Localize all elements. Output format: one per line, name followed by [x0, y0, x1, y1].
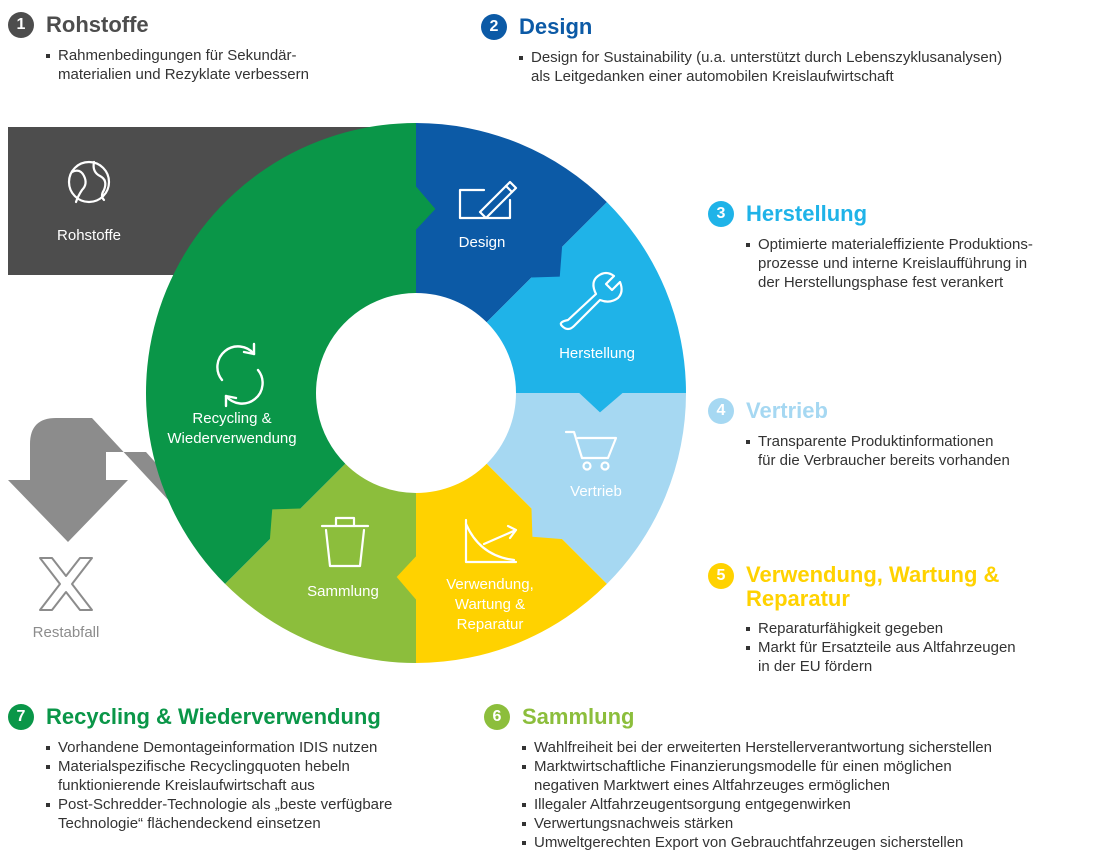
bin-icon	[320, 516, 370, 568]
bullet-list: Design for Sustainability (u.a. unterstü…	[519, 48, 1002, 86]
bullet-item: Design for Sustainability (u.a. unterstü…	[519, 48, 1002, 86]
segment-arrow-tip	[396, 555, 417, 600]
stage-7-title: Recycling & Wiederverwendung	[46, 704, 381, 729]
design-label: Design	[459, 234, 506, 251]
bullet-list: Vorhandene Demontageinformation IDIS nut…	[46, 738, 392, 833]
bullet-item: Umweltgerechten Export von Gebrauchtfahr…	[522, 833, 992, 852]
bullet-item: Illegaler Altfahrzeugentsorgung entgegen…	[522, 795, 992, 814]
verwendung-label-3: Reparatur	[457, 616, 524, 633]
stage-2-block: 2 Design Design for Sustainability (u.a. …	[481, 14, 1002, 86]
stage-1-title: Rohstoffe	[46, 12, 149, 37]
rohstoffe-label: Rohstoffe	[57, 227, 121, 244]
stage-7-number: 7	[8, 704, 34, 730]
bullet-item: Marktwirtschaftliche Finanzierungsmodell…	[522, 757, 992, 795]
stage-5-title: Verwendung, Wartung & Reparatur	[746, 562, 1000, 611]
stage-3-number: 3	[708, 201, 734, 227]
bullet-item: Verwertungsnachweis stärken	[522, 814, 992, 833]
restabfall-label: Restabfall	[33, 624, 100, 641]
bullet-list: Rahmenbedingungen für Sekundär- material…	[46, 46, 309, 84]
bullet-item: Reparaturfähigkeit gegeben	[746, 619, 1016, 638]
verwendung-segment	[416, 463, 607, 663]
sammlung-segment	[225, 463, 416, 663]
stage-7-block: 7 Recycling & Wiederverwendung Vorhandene…	[8, 704, 392, 833]
recycling-label-1: Recycling &	[192, 410, 271, 427]
herstellung-segment	[486, 202, 686, 393]
stage-4-title: Vertrieb	[746, 398, 828, 423]
bullet-item: Vorhandene Demontageinformation IDIS nut…	[46, 738, 392, 757]
herstellung-label: Herstellung	[559, 345, 635, 362]
bullet-item: Rahmenbedingungen für Sekundär- material…	[46, 46, 309, 84]
stage-4-number: 4	[708, 398, 734, 424]
globe-icon	[67, 160, 111, 204]
stage-1-number: 1	[8, 12, 34, 38]
recycling-label-2: Wiederverwendung	[167, 430, 296, 447]
segment-arrow-tip	[415, 186, 436, 231]
verwendung-label-1: Verwendung,	[446, 576, 534, 593]
cross-icon	[39, 557, 93, 611]
stage-2-title: Design	[519, 14, 593, 39]
segment-arrow-tip	[269, 508, 301, 540]
restabfall-arrow	[8, 418, 232, 548]
vertrieb-segment	[486, 393, 686, 584]
bullet-list: Wahlfreiheit bei der erweiterten Herstel…	[522, 738, 992, 852]
stage-2-number: 2	[481, 14, 507, 40]
stage-3-block: 3 Herstellung Optimierte materialeffizien…	[708, 201, 1033, 292]
stage-1-block: 1 Rohstoffe Rahmenbedingungen für Sekundä…	[8, 12, 309, 84]
design-segment	[416, 123, 607, 323]
bullet-item: Post-Schredder-Technologie als „beste ve…	[46, 795, 392, 833]
sammlung-label: Sammlung	[307, 583, 379, 600]
bullet-item: Markt für Ersatzteile aus Altfahrzeugen …	[746, 638, 1016, 676]
pen-tablet-icon	[458, 180, 518, 220]
segment-arrow-tip	[578, 392, 623, 413]
vertrieb-label: Vertrieb	[570, 483, 622, 500]
segment-arrow-tip	[531, 508, 563, 540]
bullet-list: Optimierte materialeffiziente Produktion…	[746, 235, 1033, 292]
bullet-item: Transparente Produktinformationen für di…	[746, 432, 1010, 470]
ring	[145, 123, 686, 663]
decay-curve-icon	[464, 518, 518, 564]
stage-6-block: 6 Sammlung Wahlfreiheit bei der erweitert…	[484, 704, 992, 852]
bullet-item: Optimierte materialeffiziente Produktion…	[746, 235, 1033, 292]
verwendung-label-2: Wartung &	[455, 596, 525, 613]
stage-4-block: 4 Vertrieb Transparente Produktinformatio…	[708, 398, 1010, 470]
segment-arrow-tip	[531, 246, 563, 278]
stage-6-title: Sammlung	[522, 704, 635, 729]
cycle-arrows-icon	[216, 342, 264, 408]
stage-6-number: 6	[484, 704, 510, 730]
stage-5-block: 5 Verwendung, Wartung & Reparatur Reparat…	[708, 563, 1016, 676]
stage-5-number: 5	[708, 563, 734, 589]
stage-3-title: Herstellung	[746, 201, 868, 226]
bullet-item: Wahlfreiheit bei der erweiterten Herstel…	[522, 738, 992, 757]
bullet-list: Transparente Produktinformationen für di…	[746, 432, 1010, 470]
recycling-segment	[145, 123, 416, 584]
bullet-item: Materialspezifische Recyclingquoten hebe…	[46, 757, 392, 795]
wrench-icon	[559, 271, 623, 331]
cart-icon	[564, 430, 618, 471]
